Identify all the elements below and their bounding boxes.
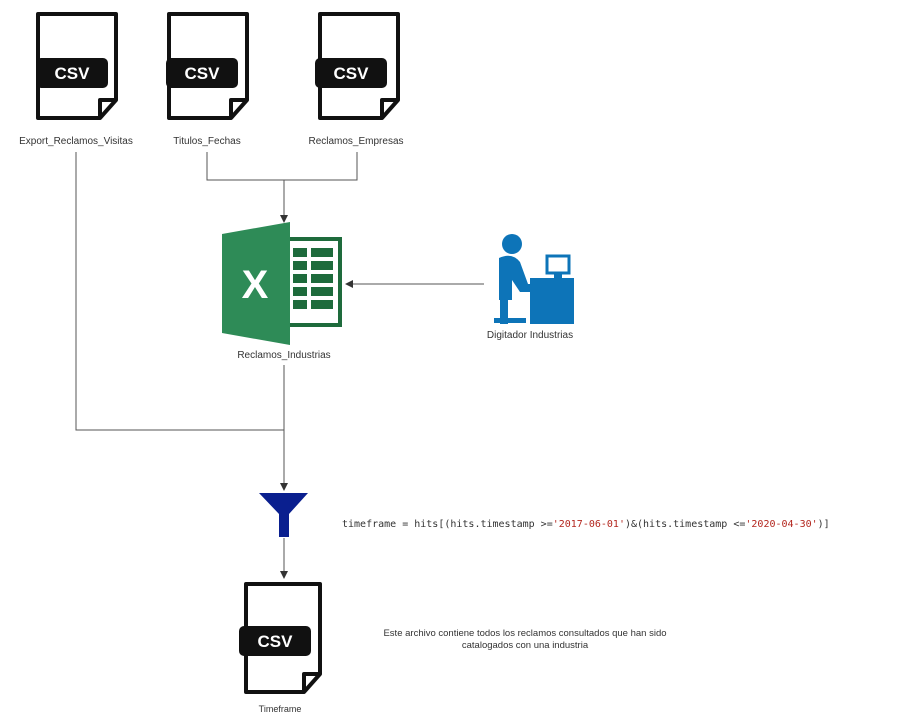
label-timeframe: Timeframe [258, 704, 302, 714]
label-empresas: Reclamos_Empresas [308, 136, 404, 147]
csv-badge-timeframe: CSV [258, 632, 294, 651]
code-middle: )&(hits.timestamp <= [624, 519, 746, 530]
connector-export [75, 152, 284, 431]
filter-code: timeframe = hits[(hits.timestamp >='2017… [342, 519, 830, 530]
person-at-desk-icon [494, 234, 574, 324]
csv-file-icon-titulos: CSV [166, 12, 249, 120]
timeframe-note: Este archivo contiene todos los reclamos… [340, 628, 710, 652]
label-titulos: Titulos_Fechas [173, 136, 241, 147]
csv-file-icon-empresas: CSV [315, 12, 400, 120]
connector-titulos [206, 152, 284, 181]
code-date-start: '2017-06-01' [552, 519, 625, 530]
note-line-1: Este archivo contiene todos los reclamos… [383, 628, 667, 639]
excel-letter: X [242, 263, 269, 307]
code-date-end: '2020-04-30' [745, 519, 818, 530]
csv-file-icon-timeframe: CSV [239, 582, 322, 694]
filter-funnel-icon [259, 493, 308, 537]
csv-badge-export: CSV [55, 64, 91, 83]
note-line-2: catalogados con una industria [461, 640, 589, 651]
csv-badge-titulos: CSV [185, 64, 221, 83]
code-prefix: timeframe = hits[(hits.timestamp >= [342, 519, 553, 530]
connectors [75, 152, 484, 579]
code-suffix: )] [817, 519, 830, 530]
csv-badge-empresas: CSV [334, 64, 370, 83]
label-export: Export_Reclamos_Visitas [19, 136, 133, 147]
label-excel: Reclamos_Industrias [237, 350, 331, 361]
excel-icon: X [222, 222, 342, 345]
connector-empresas [284, 152, 358, 181]
label-person: Digitador Industrias [486, 330, 574, 341]
csv-file-icon-export: CSV [36, 12, 118, 120]
